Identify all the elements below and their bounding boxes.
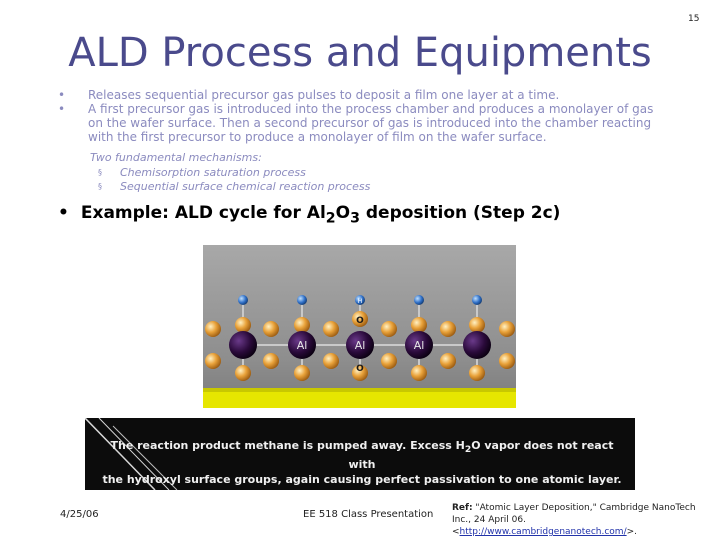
oxygen-atom [323, 321, 339, 337]
aluminum-atom [229, 331, 257, 359]
oxygen-atom [323, 353, 339, 369]
oxygen-label-bottom: O [356, 364, 364, 374]
oxygen-atom [205, 353, 221, 369]
mechanism-item: § Chemisorption saturation process [98, 166, 370, 180]
oxygen-atom [440, 321, 456, 337]
mechanism-text: Sequential surface chemical reaction pro… [120, 180, 371, 193]
caption-banner: The reaction product methane is pumped a… [85, 418, 635, 490]
example-suffix: deposition (Step 2c) [359, 203, 561, 223]
lower-oxygen-atoms [205, 353, 515, 381]
bullet-text: A first precursor gas is introduced into… [88, 102, 654, 144]
caption-line1-sub: 2 [464, 444, 472, 456]
oxygen-atom [381, 321, 397, 337]
al-label: Al [414, 339, 425, 352]
oxygen-atom [381, 353, 397, 369]
oxygen-atom [294, 317, 310, 333]
oxygen-label-top: O [356, 316, 364, 326]
ref-link[interactable]: http://www.cambridgenanotech.com/ [459, 527, 627, 537]
hydrogen-atom [297, 295, 307, 305]
oxygen-atom [469, 317, 485, 333]
bullet-dot: • [58, 203, 69, 223]
intro-bullet-list: • Releases sequential precursor gas puls… [58, 88, 658, 144]
oxygen-atom [411, 317, 427, 333]
hydrogen-atom [472, 295, 482, 305]
aluminum-atom [346, 331, 374, 359]
oxygen-atom [263, 353, 279, 369]
sub-bullet-marker: § [98, 168, 102, 177]
substrate-layer [203, 388, 516, 408]
sub-bullet-marker: § [98, 182, 102, 191]
ref-label: Ref: [452, 503, 473, 513]
slide-number: 15 [688, 14, 700, 24]
middle-oxygen-atoms [205, 321, 515, 337]
hydrogen-atoms [238, 295, 482, 305]
oxygen-atom [411, 365, 427, 381]
al-label: Al [297, 339, 308, 352]
ref-end: >. [626, 527, 638, 537]
mechanism-item: § Sequential surface chemical reaction p… [98, 180, 370, 194]
substrate-edge [203, 388, 516, 392]
oxygen-atom [235, 365, 251, 381]
footer-date: 4/25/06 [60, 509, 99, 520]
ref-text: "Atomic Layer Deposition," Cambridge Nan… [452, 503, 696, 537]
footer-presentation: EE 518 Class Presentation [303, 509, 434, 520]
caption-text: The reaction product methane is pumped a… [97, 438, 627, 487]
oxygen-atom [352, 311, 368, 327]
bullet-item: • Releases sequential precursor gas puls… [58, 88, 658, 102]
oxygen-atom [499, 321, 515, 337]
footer-reference: Ref: "Atomic Layer Deposition," Cambridg… [452, 502, 712, 538]
bullet-dot: • [58, 88, 66, 102]
caption-line2: the hydroxyl surface groups, again causi… [102, 473, 622, 487]
oxygen-atom [499, 353, 515, 369]
slide-title: ALD Process and Equipments [68, 30, 652, 76]
mechanisms-list: § Chemisorption saturation process § Seq… [98, 166, 370, 194]
bullet-item: • A first precursor gas is introduced in… [58, 102, 658, 144]
example-sub2: 3 [350, 210, 360, 227]
mechanisms-heading: Two fundamental mechanisms: [90, 151, 262, 164]
bullet-text: Releases sequential precursor gas pulses… [88, 88, 560, 102]
caption-diagonal-lines [85, 418, 178, 490]
bullet-dot: • [58, 102, 66, 116]
hydrogen-atom [414, 295, 424, 305]
example-prefix: Example: ALD cycle for Al [80, 203, 326, 223]
oxygen-atom [294, 365, 310, 381]
example-heading: • Example: ALD cycle for Al2O3 deposition… [58, 203, 560, 226]
caption-line1-a: The reaction product methane is pumped a… [110, 439, 465, 452]
hydrogen-atom [355, 295, 365, 305]
hydrogen-atom [238, 295, 248, 305]
oxygen-atom [352, 365, 368, 381]
ald-molecule-diagram: H O O O Al Al Al O [203, 245, 516, 408]
aluminum-atom [288, 331, 316, 359]
example-sub1: 2 [325, 210, 336, 227]
oxygen-atom [469, 365, 485, 381]
oxygen-atom [205, 321, 221, 337]
aluminum-atom [463, 331, 491, 359]
top-oxygen-atoms [235, 311, 485, 333]
al-label: Al [355, 339, 366, 352]
caption-line1-b: O vapor does not react with [348, 439, 614, 472]
example-mid: O [335, 203, 351, 223]
oxygen-atom [235, 317, 251, 333]
aluminum-atom [405, 331, 433, 359]
aluminum-atoms [229, 331, 491, 359]
oxygen-atom [440, 353, 456, 369]
oxygen-atom [263, 321, 279, 337]
mechanism-text: Chemisorption saturation process [120, 166, 306, 179]
hydrogen-label: H [358, 298, 363, 305]
